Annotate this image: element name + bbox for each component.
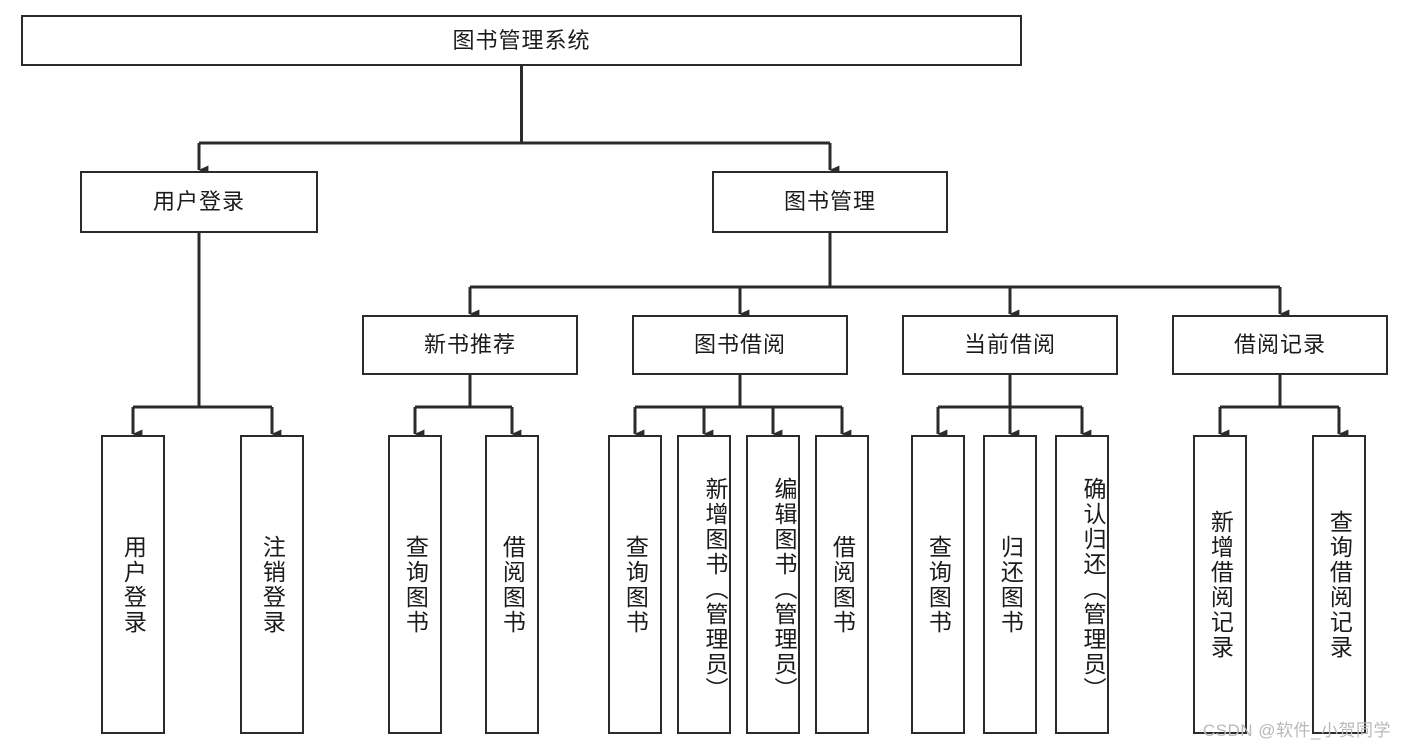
node-label: 确认归还（管理员） bbox=[1080, 477, 1106, 702]
node-leaf-user-login[interactable]: 用户登录 bbox=[101, 435, 165, 734]
node-current-borrow[interactable]: 当前借阅 bbox=[902, 315, 1118, 375]
node-label: 编辑图书（管理员） bbox=[771, 477, 797, 702]
node-leaf-add-borrow-record[interactable]: 新增借阅记录 bbox=[1193, 435, 1247, 734]
node-label: 新增图书（管理员） bbox=[702, 477, 728, 702]
node-leaf-add-book-admin[interactable]: 新增图书（管理员） bbox=[677, 435, 731, 734]
node-label: 图书借阅 bbox=[693, 332, 786, 358]
node-leaf-edit-book-admin[interactable]: 编辑图书（管理员） bbox=[746, 435, 800, 734]
node-label: 借阅图书 bbox=[499, 534, 526, 635]
node-leaf-query-borrow-record[interactable]: 查询借阅记录 bbox=[1312, 435, 1366, 734]
node-label: 查询图书 bbox=[622, 534, 649, 635]
node-leaf-return-book[interactable]: 归还图书 bbox=[983, 435, 1037, 734]
node-leaf-query-book-1[interactable]: 查询图书 bbox=[388, 435, 442, 734]
connector-group bbox=[131, 66, 1349, 439]
node-leaf-query-book-3[interactable]: 查询图书 bbox=[911, 435, 965, 734]
node-label: 查询图书 bbox=[402, 534, 429, 635]
node-book-borrow[interactable]: 图书借阅 bbox=[632, 315, 848, 375]
node-label: 用户登录 bbox=[120, 534, 147, 635]
node-book-manage[interactable]: 图书管理 bbox=[712, 171, 948, 233]
node-leaf-query-book-2[interactable]: 查询图书 bbox=[608, 435, 662, 734]
node-label: 图书管理系统 bbox=[452, 27, 591, 53]
node-label: 当前借阅 bbox=[963, 332, 1056, 358]
node-new-book-rec[interactable]: 新书推荐 bbox=[362, 315, 578, 375]
node-leaf-confirm-return-admin[interactable]: 确认归还（管理员） bbox=[1055, 435, 1109, 734]
node-label: 用户登录 bbox=[152, 189, 245, 215]
node-label: 借阅图书 bbox=[829, 534, 856, 635]
node-root[interactable]: 图书管理系统 bbox=[21, 15, 1022, 66]
node-leaf-borrow-book-1[interactable]: 借阅图书 bbox=[485, 435, 539, 734]
node-label: 注销登录 bbox=[259, 534, 286, 635]
node-label: 借阅记录 bbox=[1233, 332, 1326, 358]
node-label: 查询图书 bbox=[925, 534, 952, 635]
node-label: 查询借阅记录 bbox=[1326, 509, 1353, 660]
node-leaf-logout-login[interactable]: 注销登录 bbox=[240, 435, 304, 734]
node-label: 新书推荐 bbox=[423, 332, 516, 358]
node-label: 新增借阅记录 bbox=[1207, 509, 1234, 660]
node-borrow-record[interactable]: 借阅记录 bbox=[1172, 315, 1388, 375]
node-user-login[interactable]: 用户登录 bbox=[80, 171, 318, 233]
node-label: 归还图书 bbox=[997, 534, 1024, 635]
node-label: 图书管理 bbox=[783, 189, 876, 215]
node-leaf-borrow-book-2[interactable]: 借阅图书 bbox=[815, 435, 869, 734]
